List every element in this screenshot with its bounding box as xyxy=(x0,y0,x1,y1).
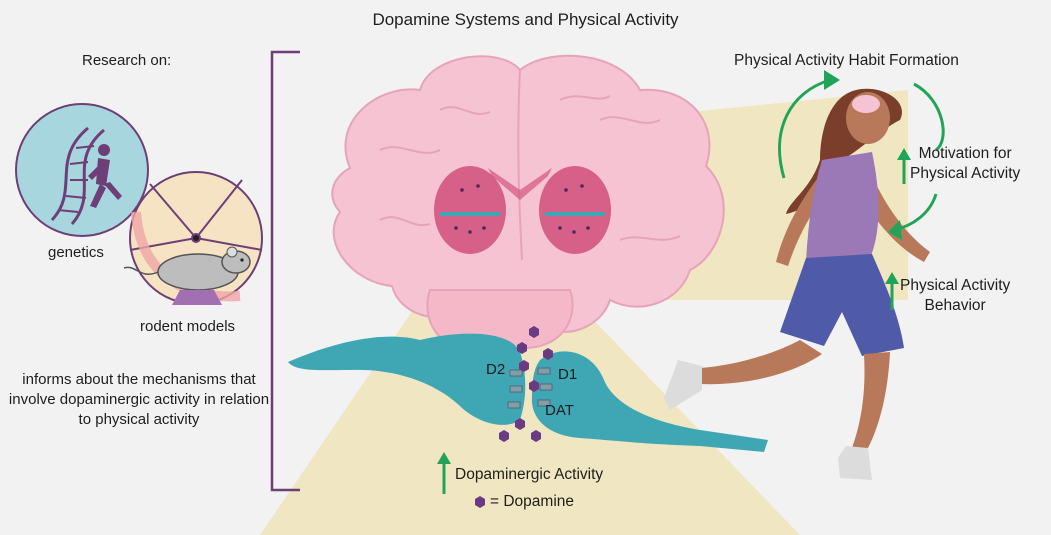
runner-brain-highlight xyxy=(852,95,880,113)
motivation-label: Motivation for Physical Activity xyxy=(910,144,1020,184)
d1-label: D1 xyxy=(558,366,578,383)
habit-label: Physical Activity Habit Formation xyxy=(734,52,959,69)
receptors xyxy=(507,367,553,409)
striatum-dopamine-dots xyxy=(454,184,590,234)
behavior-line-1: Physical Activity xyxy=(900,277,1011,294)
behavior-label: Physical Activity Behavior xyxy=(900,276,1010,316)
dopamine-key-label: = Dopamine xyxy=(490,493,575,510)
caption-text: informs about the mechanisms that involv… xyxy=(8,371,270,428)
dopamine-key-icon xyxy=(475,496,485,508)
runner-leg-front xyxy=(852,352,890,452)
striatum-left xyxy=(434,166,506,254)
figure-title: Dopamine Systems and Physical Activity xyxy=(372,10,679,29)
runner-illustration xyxy=(664,88,930,480)
rodent-label: rodent models xyxy=(140,318,236,335)
dna-icon xyxy=(50,126,105,225)
runner-leg-back xyxy=(700,340,822,385)
presynaptic-neuron xyxy=(288,333,526,425)
dopaminergic-activity-label: Dopaminergic Activity xyxy=(455,466,604,483)
synapse-illustration xyxy=(288,326,768,452)
striatum-right xyxy=(539,166,611,254)
bracket xyxy=(270,50,300,492)
runner-shoe-front xyxy=(838,446,872,480)
up-arrow-icon xyxy=(437,148,911,494)
cycle-arrow-icon xyxy=(778,70,945,240)
rodent-illustration xyxy=(123,171,263,305)
dopamine-molecules xyxy=(499,326,553,442)
wheel-stand xyxy=(172,290,222,305)
running-person-icon xyxy=(88,144,122,208)
postsynaptic-neuron xyxy=(531,351,768,452)
motivation-line-2: Physical Activity xyxy=(910,165,1021,182)
runner-top xyxy=(806,152,879,262)
genetics-label: genetics xyxy=(48,244,104,261)
runner-shorts xyxy=(780,254,904,356)
behavior-line-2: Behavior xyxy=(924,297,986,314)
research-heading: Research on: xyxy=(82,52,172,69)
runner-shoe-back xyxy=(664,360,702,410)
genetics-illustration xyxy=(15,103,149,237)
brain-illustration xyxy=(331,54,725,350)
running-wheel-icon xyxy=(129,179,263,251)
d2-label: D2 xyxy=(486,361,506,378)
motivation-line-1: Motivation for xyxy=(918,145,1012,162)
dat-label: DAT xyxy=(545,402,574,419)
